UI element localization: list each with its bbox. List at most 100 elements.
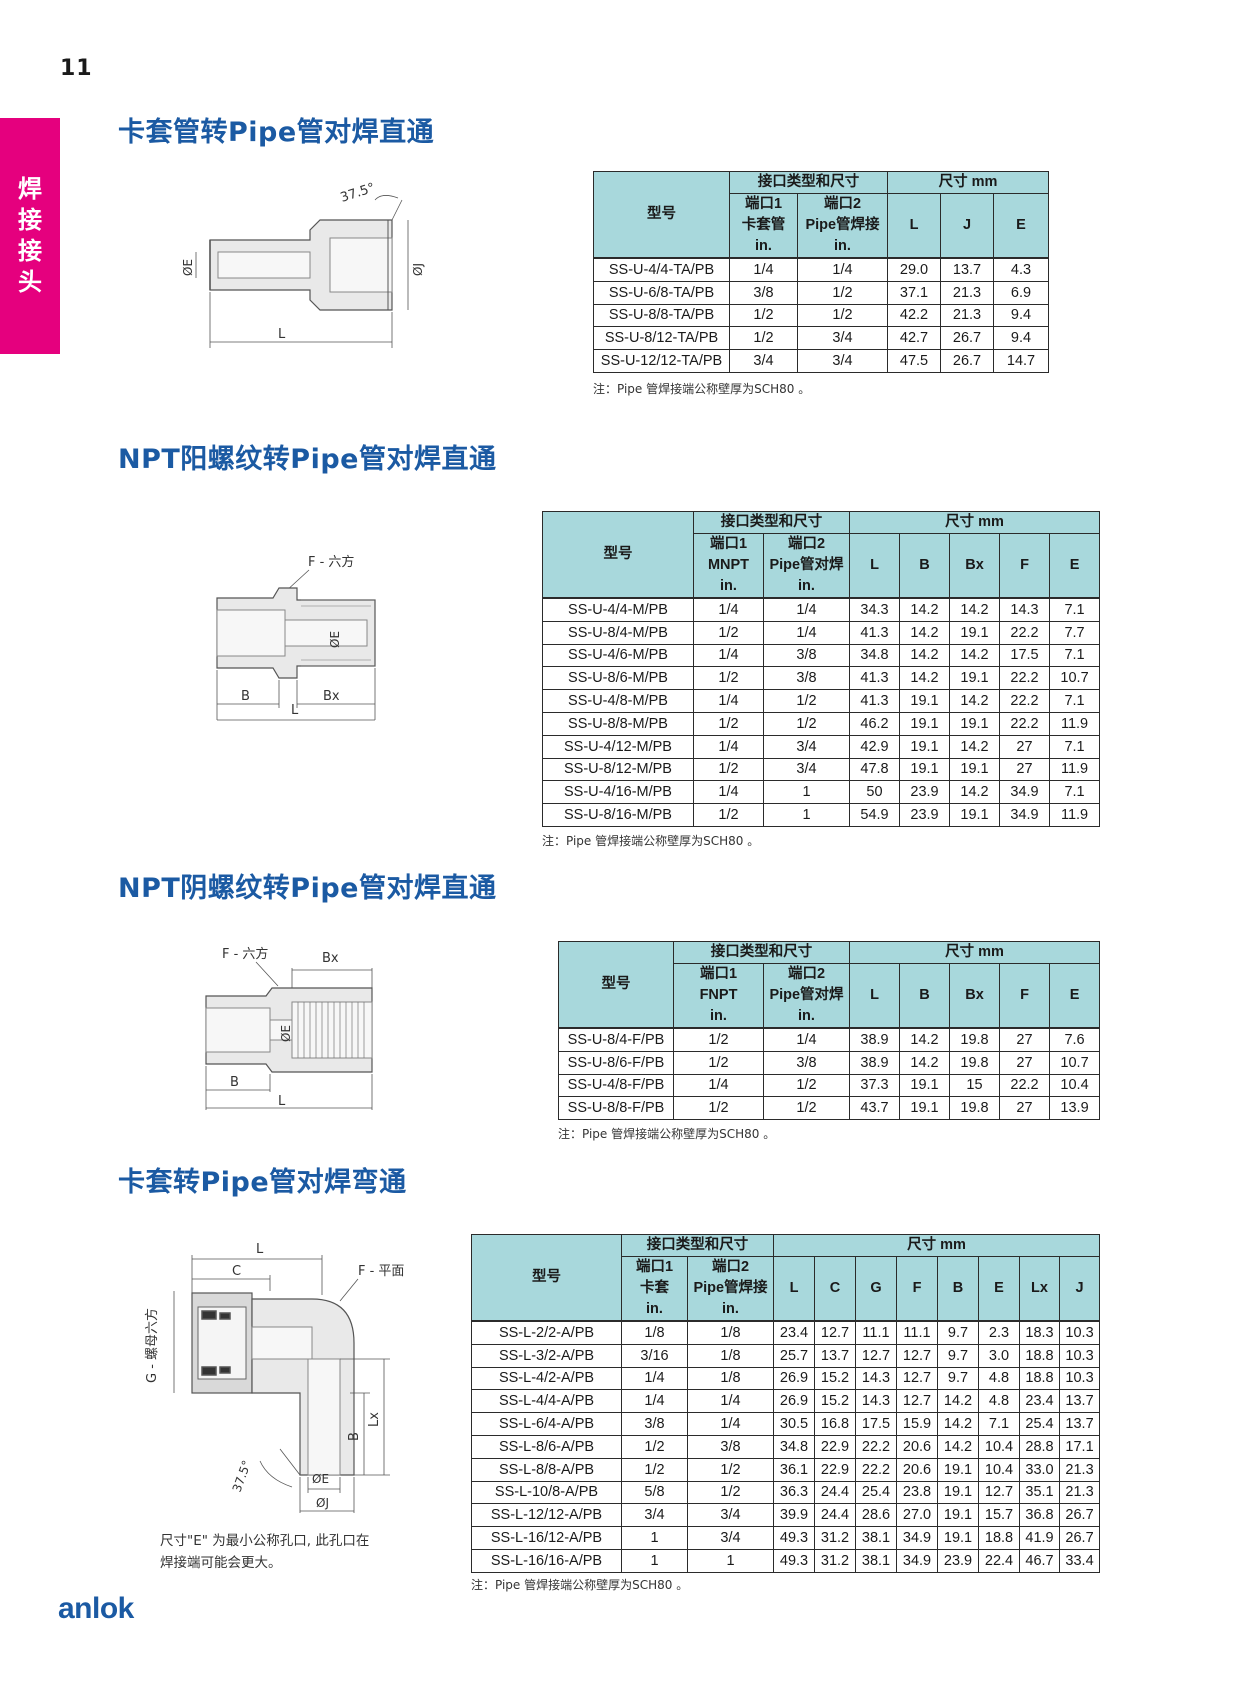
- brand-logo: anlok: [58, 1592, 134, 1625]
- th-dim: E: [978, 1256, 1020, 1322]
- th-dim-j: J: [940, 193, 994, 259]
- table-note-3: 注：Pipe 管焊接端公称壁厚为SCH80 。: [558, 1127, 776, 1141]
- th-conn-group: 接口类型和尺寸: [693, 511, 850, 534]
- length-b-label: B: [241, 689, 250, 704]
- th-conn-group: 接口类型和尺寸: [673, 941, 850, 964]
- diameter-e-label: ØE: [328, 631, 342, 648]
- th-dim-group: 尺寸 mm: [772, 1234, 1101, 1257]
- table-note-1: 注：Pipe 管焊接端公称壁厚为SCH80 。: [593, 382, 811, 396]
- th-dim-e: E: [992, 193, 1050, 259]
- th-dim: G: [855, 1256, 897, 1322]
- diagram-female-npt-to-pipe: F - 六方 Bx ØE B L: [196, 942, 396, 1117]
- diameter-e-label: ØE: [181, 259, 195, 276]
- th-dim: B: [899, 963, 950, 1029]
- th-model: 型号: [558, 941, 674, 1029]
- th-dim: J: [1058, 1256, 1101, 1322]
- side-tab-char: 焊: [18, 175, 42, 203]
- length-l-label: L: [278, 327, 286, 342]
- length-c-label: C: [232, 1264, 241, 1279]
- diameter-j-label: ØJ: [316, 1496, 329, 1510]
- th-dim: C: [814, 1256, 856, 1322]
- nut-hex-g-label: G - 螺母六方: [144, 1308, 160, 1383]
- th-conn-group: 接口类型和尺寸: [621, 1234, 774, 1257]
- length-l-label: L: [291, 703, 299, 718]
- th-dim: E: [1048, 963, 1101, 1029]
- section-title-4: 卡套转Pipe管对焊弯通: [118, 1167, 407, 1198]
- side-tab-char: 接: [18, 206, 42, 234]
- table-note-2: 注：Pipe 管焊接端公称壁厚为SCH80 。: [542, 834, 760, 848]
- th-dim: Bx: [949, 963, 1000, 1029]
- th-dim-l: L: [887, 193, 941, 259]
- diameter-e-label: ØE: [312, 1472, 329, 1486]
- length-l-label: L: [256, 1242, 264, 1257]
- diagram-elbow-tube-to-pipe: L C F - 平面 G - 螺母六方: [140, 1235, 430, 1520]
- page-number: 11: [60, 56, 93, 81]
- th-dim: Lx: [1019, 1256, 1060, 1322]
- th-dim: B: [899, 533, 950, 599]
- th-dim: F: [999, 533, 1050, 599]
- side-tab-char: 接: [18, 237, 42, 265]
- diagram-male-npt-to-pipe: F - 六方 ØE B Bx L: [205, 548, 405, 728]
- length-b-label: B: [230, 1075, 239, 1090]
- side-tab-char: 头: [18, 268, 42, 296]
- th-model: 型号: [542, 511, 694, 599]
- flat-f-label: F - 平面: [358, 1264, 404, 1279]
- length-b-label: B: [347, 1432, 362, 1441]
- th-model: 型号: [593, 171, 730, 259]
- table-note-4: 注：Pipe 管焊接端公称壁厚为SCH80 。: [471, 1578, 689, 1592]
- th-dim-group: 尺寸 mm: [886, 171, 1050, 194]
- angle-label: 37.5°: [230, 1458, 254, 1494]
- length-bx-label: Bx: [322, 951, 339, 966]
- angle-label: 37.5°: [339, 181, 377, 206]
- th-dim: L: [849, 533, 900, 599]
- th-dim: L: [849, 963, 900, 1029]
- th-dim: B: [937, 1256, 979, 1322]
- hex-label: F - 六方: [222, 946, 268, 962]
- diagram-straight-tube-to-pipe: 37.5° ØE ØJ L: [170, 180, 440, 360]
- side-tab: 焊 接 接 头: [0, 118, 60, 354]
- length-lx-label: Lx: [367, 1412, 382, 1427]
- th-model: 型号: [471, 1234, 622, 1322]
- th-dim-group: 尺寸 mm: [848, 511, 1101, 534]
- th-dim: E: [1048, 533, 1101, 599]
- figure-note: 尺寸"E" 为最小公称孔口, 此孔口在 焊接端可能会更大。: [160, 1533, 370, 1571]
- section-title-2: NPT阳螺纹转Pipe管对焊直通: [118, 444, 497, 475]
- th-conn-group: 接口类型和尺寸: [729, 171, 888, 194]
